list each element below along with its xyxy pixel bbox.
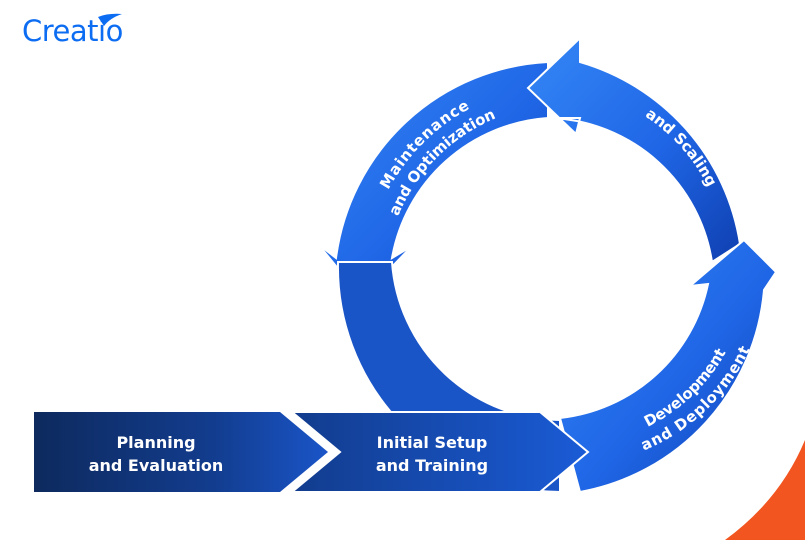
cycle-arrow-maintenance xyxy=(317,60,549,300)
cycle-arrow-development xyxy=(558,238,778,494)
entry-arrow-initial-setup xyxy=(289,411,590,493)
planning-label-line1: Planning xyxy=(116,433,195,452)
initial-setup-label-line1: Initial Setup xyxy=(377,433,488,452)
corner-accent xyxy=(725,440,805,540)
logo-swoosh-icon xyxy=(98,13,122,26)
planning-label-line2: and Evaluation xyxy=(89,456,224,475)
entry-arrow-planning xyxy=(34,412,328,492)
cycle-arrow-iteration xyxy=(526,35,742,264)
initial-setup-label-line2: and Training xyxy=(376,456,488,475)
